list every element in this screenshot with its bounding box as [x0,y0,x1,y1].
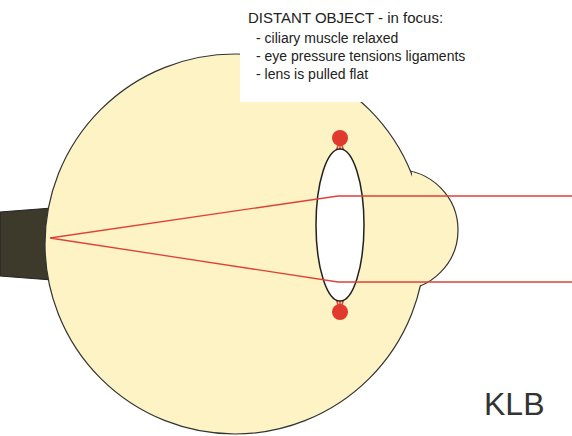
optic-nerve [0,208,52,280]
light-ray [50,196,572,282]
lens [316,149,364,301]
cornea-fill [412,172,457,288]
eyeball [45,54,425,434]
note-line: - ciliary muscle relaxed [256,30,398,46]
heading-note: DISTANT OBJECT - in focus: [248,9,443,26]
text-patch [240,4,494,102]
ciliary-muscle [332,130,348,146]
note-line: - eye pressure tensions ligaments [256,48,465,64]
note-line: - lens is pulled flat [256,66,368,82]
ciliary-muscle [332,304,348,320]
watermark: KLB [484,386,544,423]
